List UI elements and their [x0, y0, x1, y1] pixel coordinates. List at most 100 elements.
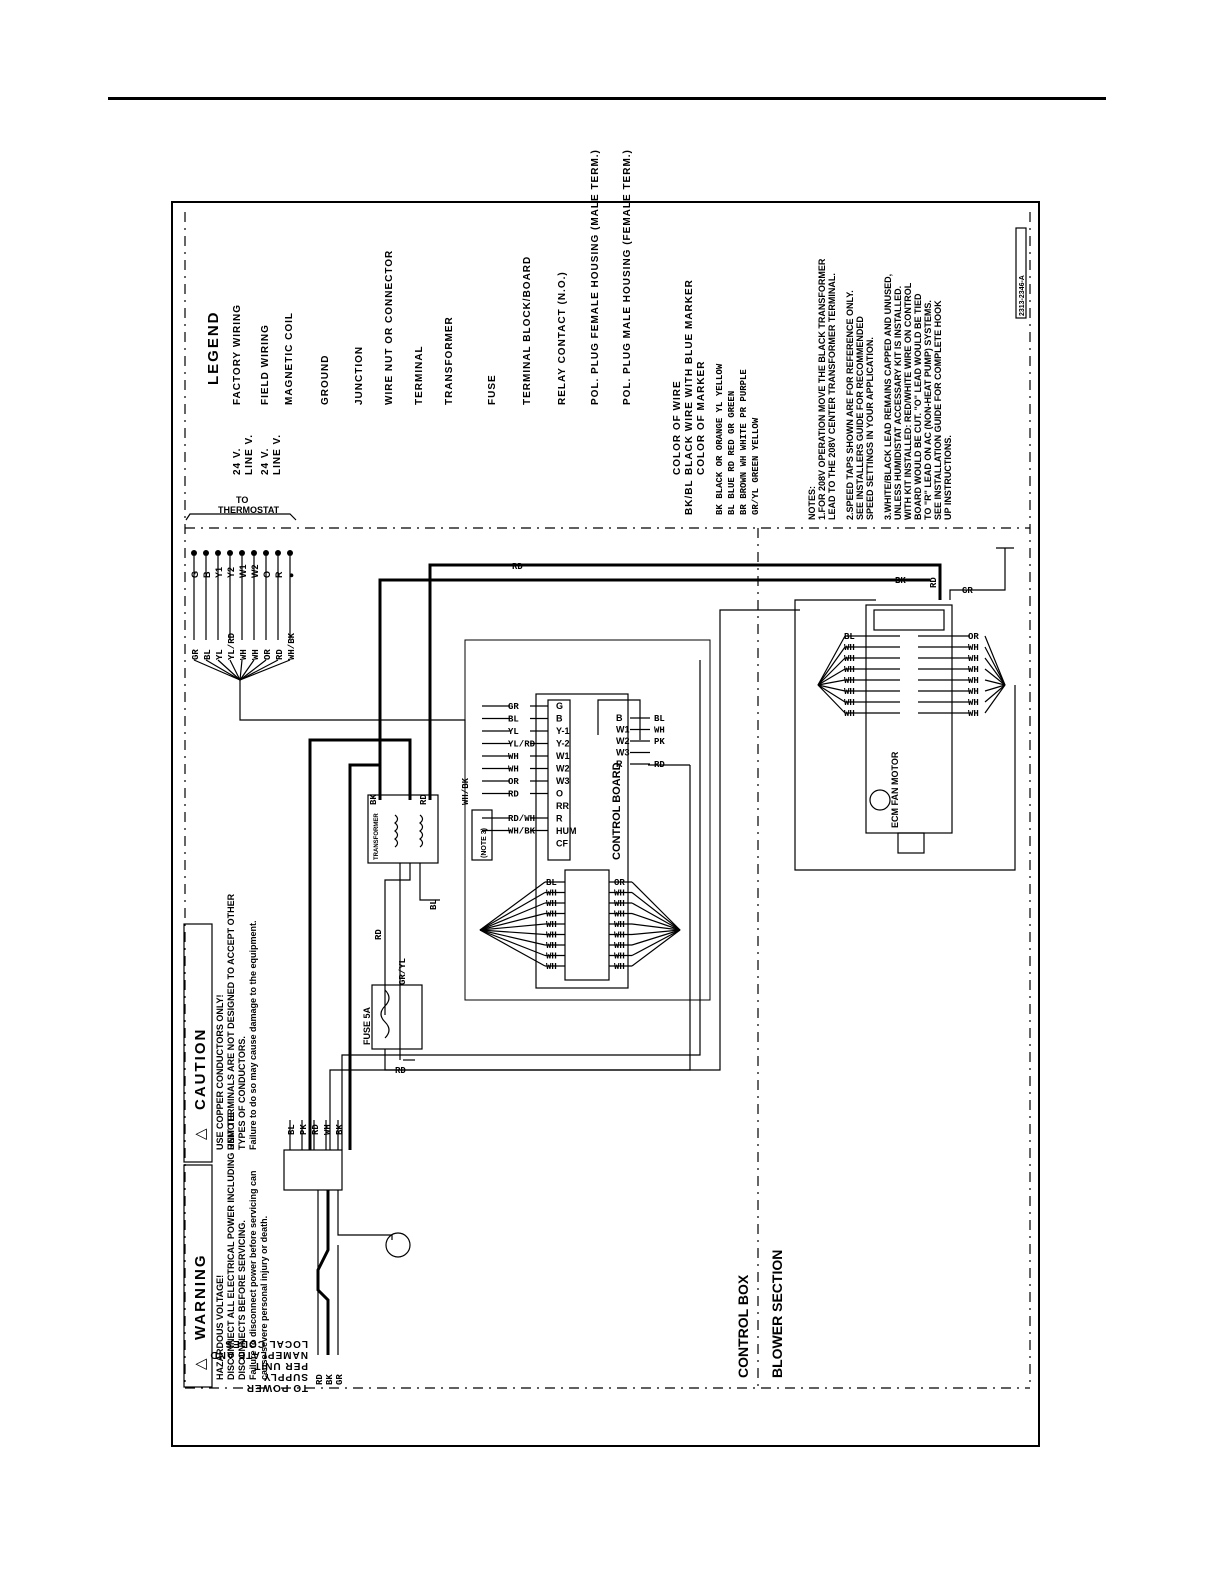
board-left-wire-label: WH	[508, 765, 519, 775]
thermostat-terminal-label: G	[190, 571, 200, 578]
plug-left-wire-label: WH	[546, 899, 557, 909]
board-terminal-label: O	[556, 789, 563, 799]
motor-logo	[869, 789, 891, 811]
caution-line: TYPES OF CONDUCTORS.	[237, 1036, 247, 1150]
legend-label: GROUND	[320, 355, 331, 405]
tb-wire-label: BK	[335, 1124, 345, 1135]
plug-left-wire-label: WH	[546, 910, 557, 920]
notes-title: NOTES:	[807, 486, 817, 520]
board-terminal-strip	[547, 699, 571, 861]
thermostat-terminal-dot	[251, 550, 257, 556]
power-supply-line: LOCAL CODES	[224, 1338, 308, 1349]
board-terminal-label: CF	[556, 839, 568, 849]
legend-label: JUNCTION	[354, 346, 365, 405]
trans-bl-label: BL	[429, 899, 439, 910]
thermostat-wire	[239, 659, 255, 681]
motor-right-wire-label: WH	[968, 665, 979, 675]
board-terminal-label: W2	[556, 764, 570, 774]
note-line: SEE INSTALLERS GUIDE FOR RECOMMENDED	[855, 316, 865, 520]
board-terminal-label: B	[556, 714, 563, 724]
plug-left-wire	[479, 902, 546, 931]
warning-line: cause severe personal injury or death.	[259, 1216, 269, 1380]
caution-line: Failure to do so may cause damage to the…	[248, 920, 258, 1150]
motor-left-wire-label: WH	[844, 709, 855, 719]
power-supply-line: NAMEPLATE AND	[209, 1349, 308, 1360]
rd-wire-fuse	[384, 863, 411, 1015]
thermostat-terminal-dot	[191, 550, 197, 556]
board-right-wire-label: PK	[654, 737, 665, 747]
note-line: SPEED SETTINGS IN YOUR APPLICATION.	[865, 337, 875, 520]
top-rule	[108, 97, 1106, 100]
motor-left-wire	[817, 684, 846, 692]
motor-right-wire-label: OR	[968, 632, 979, 642]
plug-left-wire	[479, 881, 546, 931]
plug-right-wire-label: OR	[614, 878, 625, 888]
thermostat-terminal-label: ●	[286, 573, 296, 578]
fuse-label: FUSE 5A	[362, 1006, 372, 1045]
board-right-terminal-label: R	[616, 759, 623, 769]
motor-gr	[949, 548, 1006, 600]
color-of-wire-label: COLOR OF WIRE	[672, 380, 683, 475]
control-box-label: CONTROL BOX	[735, 1274, 751, 1378]
tb-wire-label: BL	[287, 1124, 297, 1135]
motor-right-wire-label: WH	[968, 687, 979, 697]
board-left-wire-label: OR	[508, 777, 519, 787]
plug-right-wire-label: WH	[614, 889, 625, 899]
thermostat-terminal-dot	[239, 550, 245, 556]
thermostat-wire	[193, 659, 241, 681]
board-left-wire-label: RD/WH	[508, 814, 535, 824]
motor-left-wire-label: WH	[844, 687, 855, 697]
color-line: BL BLUE RD RED GR GREEN	[727, 391, 737, 515]
motor-left-wire	[817, 646, 846, 686]
board-terminal-label: R	[556, 814, 563, 824]
plug-right-wire	[631, 929, 681, 946]
board-terminal-label: HUM	[556, 826, 577, 836]
legend-title: LEGEND	[205, 310, 222, 385]
plug-right-wire	[631, 912, 681, 931]
thermostat-wire-label: WH	[239, 649, 249, 660]
transformer-coils	[394, 814, 424, 848]
board-terminal-label: Y-1	[556, 726, 570, 736]
motor-loop	[794, 599, 1016, 871]
thermostat-wire-label: GR	[191, 649, 201, 660]
caution-icon: △	[192, 1126, 209, 1140]
top-bk-label: BK	[895, 576, 906, 586]
tb-wire-label: PK	[299, 1124, 309, 1135]
board-left-wire-label: WH	[508, 752, 519, 762]
motor-left-wire-label: WH	[844, 676, 855, 686]
note-line: WITH KIT INSTALLED: RED/WHITE WIRE ON CO…	[903, 282, 913, 520]
fuse-box	[371, 984, 423, 1050]
plug-left-wire-label: WH	[546, 920, 557, 930]
plug-left-wire-label: BL	[546, 878, 557, 888]
color-line: BK BLACK OR ORANGE YL YELLOW	[715, 363, 725, 515]
fuse-symbol	[380, 989, 390, 1039]
caution-box: △ CAUTION USE COPPER CONDUCTORS ONLY!UNI…	[192, 893, 258, 1150]
motor-right-wire	[984, 657, 1006, 686]
board-left-wire-label: WH/BK	[508, 827, 536, 837]
board-right-terminal-label: W3	[616, 748, 630, 758]
legend-label: TRANSFORMER	[444, 316, 455, 405]
plug-right-wire-label: WH	[614, 899, 625, 909]
warning-icon: △	[192, 1356, 209, 1370]
board-terminal-label: RR	[556, 801, 569, 811]
legend-label: WIRE NUT OR CONNECTOR	[384, 250, 395, 405]
thermostat-wire-label: OR	[263, 649, 273, 660]
motor-left-wire-label: WH	[844, 665, 855, 675]
motor-left-wire-label: WH	[844, 698, 855, 708]
plug-right-wire-label: WH	[614, 910, 625, 920]
plug-left-wire	[479, 923, 546, 931]
motor-shaft	[897, 832, 925, 854]
plug-right-wire	[631, 881, 681, 931]
blower-section-label: BLOWER SECTION	[769, 1250, 785, 1378]
power-supply-line: SUPPLY	[263, 1371, 308, 1382]
motor-right-wire-label: WH	[968, 698, 979, 708]
power-wire-label: RD	[315, 1374, 325, 1385]
top-rd-label: RD	[512, 562, 523, 572]
warning-title-box	[183, 1164, 213, 1388]
